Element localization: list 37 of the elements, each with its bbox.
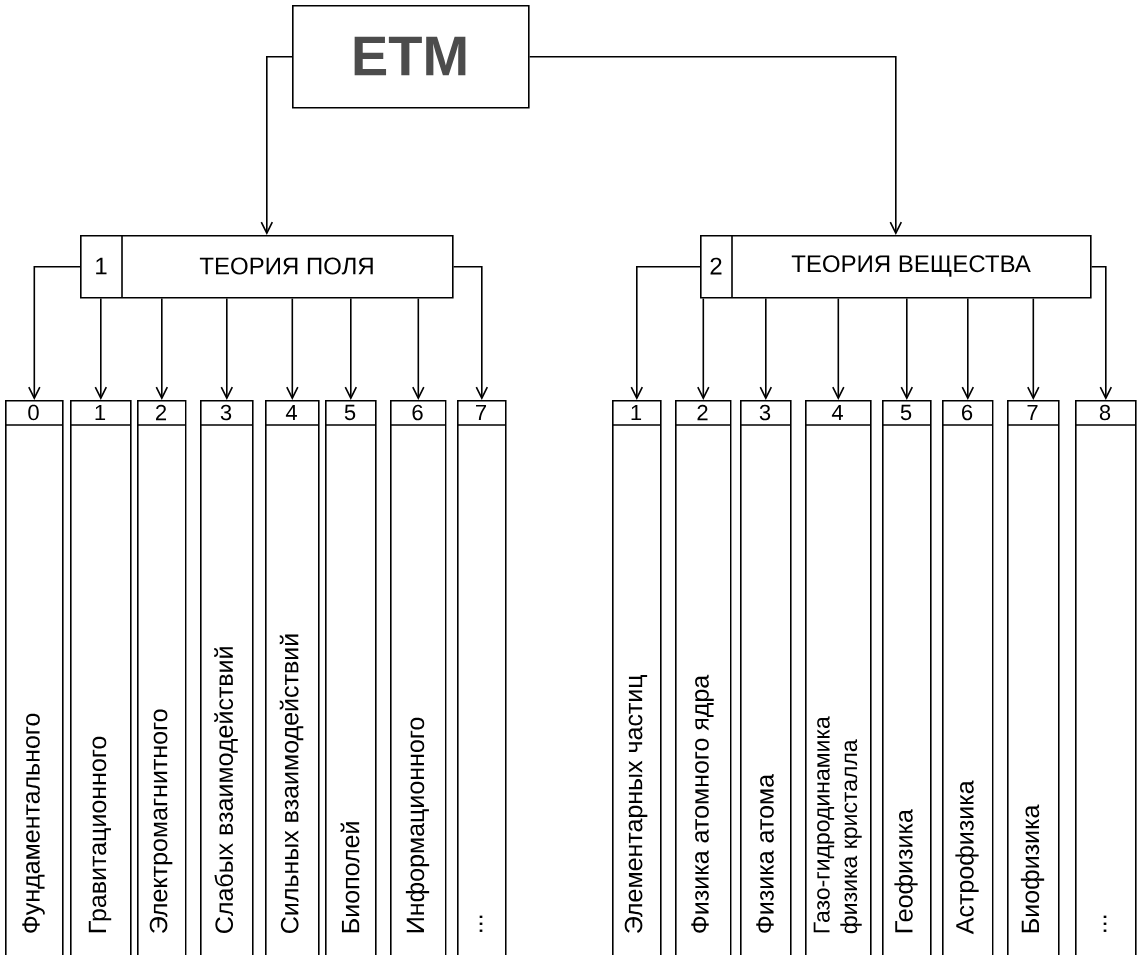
column-box: 3 Слабых взаимодействий (199, 400, 254, 955)
arrow (452, 266, 489, 400)
arrow (900, 297, 914, 400)
arrow (759, 297, 773, 400)
column-box: 0 Фундаментального (4, 400, 64, 955)
column-box: 6 Астрофизика (941, 400, 994, 955)
arrow (28, 266, 81, 400)
arrow (528, 56, 903, 235)
column-box: 3 Физика атома (739, 400, 792, 955)
theory-box: 1 ТЕОРИЯ ПОЛЯ (80, 234, 454, 299)
column-box: 7 Биофизика (1006, 400, 1060, 955)
arrow (94, 297, 108, 400)
column-box: 1 Гравитационного (69, 400, 132, 955)
arrow (961, 297, 975, 400)
arrow (260, 56, 293, 235)
arrow (1090, 266, 1113, 400)
arrow (630, 266, 701, 400)
title-box: ЕТМ (292, 5, 530, 109)
column-box: 7 ... (456, 400, 507, 955)
arrow (286, 297, 299, 400)
arrow (220, 297, 234, 400)
column-box: 5 Геофизика (881, 400, 932, 955)
theory-box: 2 ТЕОРИЯ ВЕЩЕСТВА (700, 234, 1092, 299)
arrow (155, 297, 169, 400)
column-box: 6 Информационного (389, 400, 447, 955)
column-box: 4 Сильных взаимодействий (264, 400, 320, 955)
column-box: 2 Электромагнитного (136, 400, 187, 955)
column-box: 1 Элементарных частиц (611, 400, 662, 955)
arrow (697, 297, 710, 400)
column-box: 2 Физика атомного ядра (674, 400, 732, 955)
arrow (412, 297, 425, 400)
column-box: 8 ... (1074, 400, 1137, 955)
arrow (1027, 297, 1040, 400)
column-box: 4 Газо-гидродинамика физика кристалла (804, 400, 872, 955)
column-box: 5 Биополей (324, 400, 377, 955)
arrow (344, 297, 358, 400)
arrow (832, 297, 845, 400)
